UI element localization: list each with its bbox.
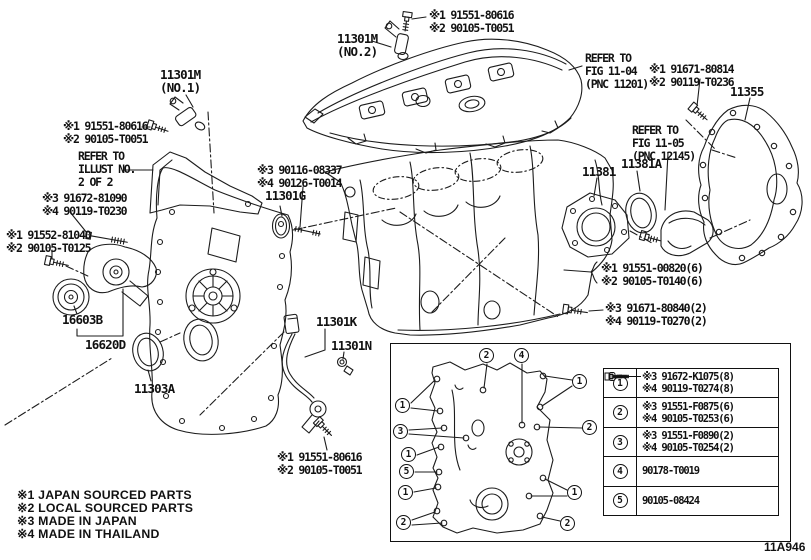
label-nut-11301n: 11301N — [331, 338, 372, 353]
tensioner-stud-drawing — [85, 231, 128, 245]
rear-lower-bolt-drawing — [562, 303, 588, 315]
cylinder-block-drawing — [324, 139, 614, 336]
crank-sensor-wire-drawing — [281, 313, 327, 434]
label-refer-fig-11-05: REFER TO FIG 11-05 (PNC 12145) — [632, 123, 696, 163]
inset-callout-leaders — [408, 363, 583, 526]
nut-11301n-drawing — [336, 356, 354, 376]
label-retainer-11381: 11381 — [582, 164, 616, 179]
label-rear-seal-11381a: 11381A — [621, 156, 662, 171]
callout-2: 2 — [560, 516, 575, 531]
callout-1: 1 — [567, 485, 582, 500]
callout-4: 4 — [514, 348, 529, 363]
label-oring-11301g: 11301G — [265, 188, 306, 203]
table-row: 2 ※3 91551-F0875(6) ※4 90105-T0253(6) — [604, 372, 778, 428]
cam-sensor-no2-drawing — [384, 20, 409, 61]
oil-pan-piece-drawing — [660, 210, 714, 257]
callout-2: 2 — [582, 420, 597, 435]
label-bolt-rear-upper: ※1 91671-80814 ※2 90119-T0236 — [649, 62, 735, 89]
row-number: 2 — [612, 405, 628, 421]
label-sensor-no2: 11301M (NO.2) — [337, 31, 378, 59]
label-gasket-11355: 11355 — [730, 84, 764, 99]
label-sensor-wire-11301k: 11301K — [316, 314, 357, 329]
callout-2: 2 — [396, 515, 411, 530]
tensioner-bolt-drawing — [43, 255, 69, 268]
label-bolt-bottom: ※1 91551-80616 ※2 90105-T0051 — [277, 450, 363, 477]
inset-box — [390, 343, 791, 542]
label-front-seal-11303a: 11303A — [134, 381, 175, 396]
bolt-icon — [604, 372, 640, 381]
table-row: 4 90178-T0019 — [604, 372, 778, 487]
valve-cover-drawing — [302, 38, 583, 154]
retainer-bolt-drawing — [638, 230, 661, 243]
row-number: 4 — [612, 463, 628, 479]
label-stud-block: ※3 90116-08337 ※4 90126-T0014 — [257, 163, 343, 190]
sourcing-legend: ※1 JAPAN SOURCED PARTS ※2 LOCAL SOURCED … — [17, 488, 194, 541]
label-bolt-left: ※1 91551-80616 ※2 90105-T0051 — [63, 119, 149, 146]
bolt-top-drawing — [402, 10, 413, 32]
row-number: 5 — [612, 493, 628, 509]
row-number: 1 — [612, 375, 628, 391]
label-idler-16603b: 16603B — [62, 312, 103, 327]
timing-cover-drawing — [147, 151, 293, 435]
label-bolt-rear-lower: ※3 91671-80840(2) ※4 90119-T0270(2) — [605, 301, 708, 328]
rear-upper-bolt-drawing — [687, 101, 708, 121]
label-bolt-top: ※1 91551-80616 ※2 90105-T0051 — [429, 8, 515, 35]
label-refer-fig-11-04: REFER TO FIG 11-04 (PNC 11201) — [585, 51, 649, 91]
gasket-11355-drawing — [698, 104, 803, 266]
row-number: 3 — [612, 434, 628, 450]
callout-1: 1 — [398, 485, 413, 500]
label-refer-illust: REFER TO ILLUST NO. 2 OF 2 — [78, 149, 136, 189]
label-stud-tensioner: ※3 91672-81090 ※4 90119-T0230 — [42, 191, 128, 218]
tensioner-assembly-drawing — [52, 243, 157, 316]
callout-1: 1 — [401, 447, 416, 462]
label-bolt-retainer: ※1 91551-00820(6) ※2 90105-T0140(6) — [601, 261, 704, 288]
label-sensor-no1: 11301M (NO.1) — [160, 67, 201, 95]
callout-1: 1 — [395, 398, 410, 413]
callout-3: 3 — [393, 424, 408, 439]
oring-drawing — [271, 213, 291, 239]
table-row: 3 ※3 91551-F0890(2) ※4 90105-T0254(2) — [604, 372, 778, 458]
callout-1: 1 — [572, 374, 587, 389]
callout-2: 2 — [479, 348, 494, 363]
leader-lines — [51, 16, 751, 451]
rear-retainer-drawing — [561, 192, 630, 258]
front-seal-drawing — [132, 332, 164, 372]
cam-sensor-no1-drawing — [169, 96, 206, 131]
fastener-table: 1 ※3 91672-K1075(8) ※4 90119-T0274(8) 2 … — [603, 368, 779, 516]
label-bolt-tensioner: ※1 91552-81040 ※2 90105-T0125 — [6, 228, 92, 255]
table-row: 1 ※3 91672-K1075(8) ※4 90119-T0274(8) — [604, 369, 778, 399]
callout-5: 5 — [399, 464, 414, 479]
projection-lines — [4, 111, 751, 426]
bolt-left-drawing — [145, 119, 169, 133]
block-stud-drawing — [294, 226, 321, 237]
bolt-bottom-drawing — [312, 416, 332, 436]
label-tensioner-16620d: 16620D — [85, 337, 126, 352]
figure-code: 11A946 — [764, 540, 806, 554]
rear-seal-drawing — [625, 192, 657, 234]
table-row: 5 90105-08424 — [604, 372, 778, 516]
